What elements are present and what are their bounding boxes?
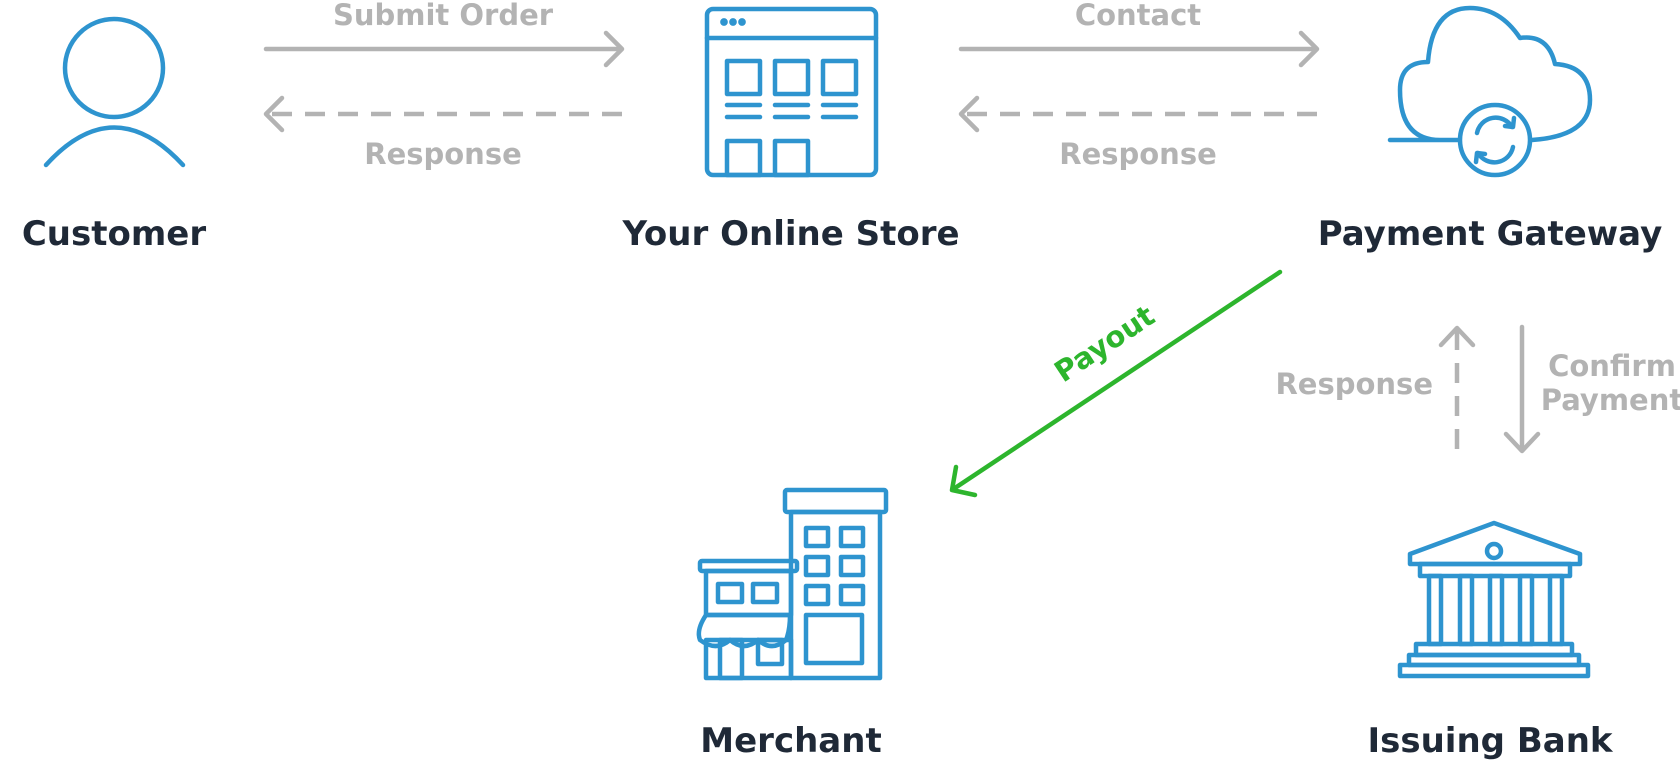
- merchant-label: Merchant: [700, 721, 881, 760]
- confirm-payment-label-line2: Payment: [1541, 383, 1680, 417]
- user-icon: [43, 16, 186, 168]
- submit-order-arrow: [263, 30, 625, 68]
- bank-icon: [1397, 520, 1591, 679]
- response-to-customer-arrow: [263, 95, 622, 133]
- buildings-icon: [696, 487, 889, 681]
- response-to-customer-label: Response: [364, 137, 522, 171]
- issuing-bank-label: Issuing Bank: [1367, 721, 1613, 760]
- confirm-payment-arrow: [1503, 324, 1541, 454]
- payment-gateway-label: Payment Gateway: [1318, 214, 1662, 254]
- contact-arrow: [958, 30, 1320, 68]
- payout-label: Payout: [1048, 298, 1161, 389]
- contact-label: Contact: [1075, 0, 1201, 32]
- storefront-window-icon: [704, 6, 879, 178]
- confirm-payment-label-line1: Confirm: [1548, 349, 1676, 383]
- cloud-sync-icon: [1387, 5, 1593, 178]
- response-to-store-arrow: [958, 95, 1317, 133]
- online-store-label: Your Online Store: [621, 214, 959, 254]
- response-to-gateway-label: Response: [1275, 367, 1433, 401]
- response-to-gateway-arrow: [1438, 325, 1476, 449]
- response-to-store-label: Response: [1059, 137, 1217, 171]
- customer-label: Customer: [22, 214, 206, 254]
- payout-arrow: [949, 269, 1283, 498]
- submit-order-label: Submit Order: [333, 0, 554, 32]
